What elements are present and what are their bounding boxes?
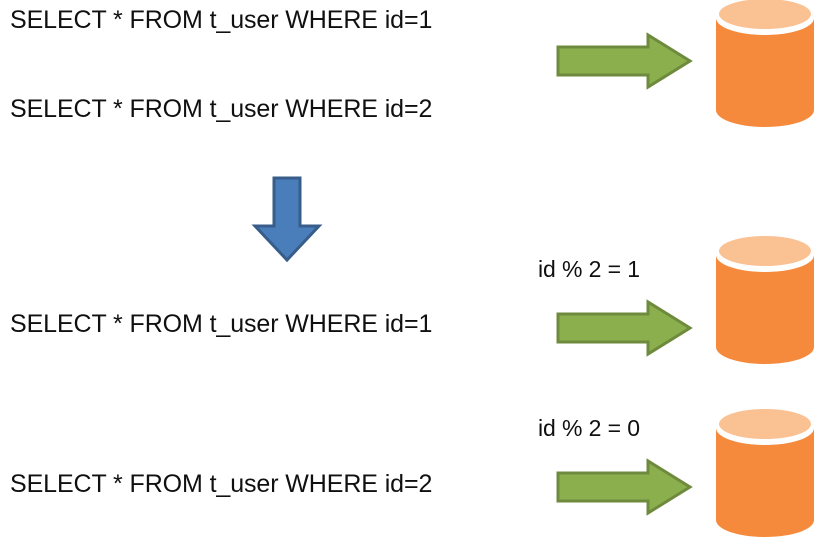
green-arrow-right-icon-shard-even bbox=[556, 458, 693, 516]
shard-condition-label-odd: id % 2 = 1 bbox=[538, 256, 640, 282]
sql-query-before-1: SELECT * FROM t_user WHERE id=1 bbox=[10, 6, 433, 34]
database-cylinder-icon-shard-odd bbox=[703, 225, 827, 377]
database-cylinder-icon-shard-even bbox=[703, 398, 827, 550]
green-arrow-right-icon-before bbox=[556, 32, 693, 90]
blue-arrow-down-icon bbox=[251, 176, 323, 263]
sql-query-after-2: SELECT * FROM t_user WHERE id=2 bbox=[10, 470, 433, 498]
database-cylinder-icon-single bbox=[703, 0, 827, 140]
shard-condition-label-even: id % 2 = 0 bbox=[538, 415, 640, 441]
sql-query-after-1: SELECT * FROM t_user WHERE id=1 bbox=[10, 310, 433, 338]
green-arrow-right-icon-shard-odd bbox=[556, 299, 693, 357]
sql-query-before-2: SELECT * FROM t_user WHERE id=2 bbox=[10, 95, 433, 123]
